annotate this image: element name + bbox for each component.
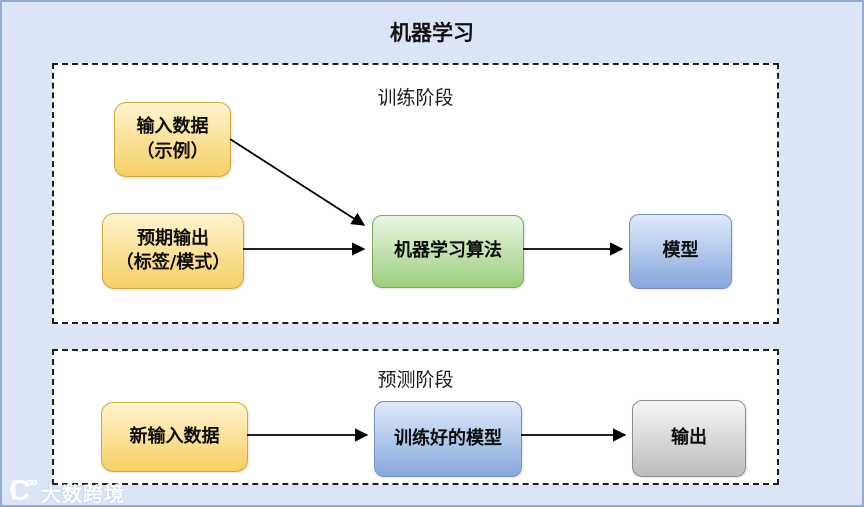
node-expected-output-line1: 预期输出 (136, 227, 209, 249)
watermark: 大数跨境 (7, 478, 125, 506)
node-input-data-line2: （示例） (136, 140, 209, 162)
prediction-phase-panel: 预测阶段 新输入数据 训练好的模型 输出 (52, 349, 779, 485)
dashu-logo-icon (7, 478, 38, 505)
node-new-input-data: 新输入数据 (101, 402, 248, 472)
node-input-data-line1: 输入数据 (136, 116, 209, 138)
node-input-data: 输入数据 （示例） (114, 102, 231, 177)
node-output: 输出 (632, 400, 746, 477)
node-model-label: 模型 (662, 240, 699, 262)
node-ml-algorithm-label: 机器学习算法 (394, 240, 502, 262)
node-new-input-data-label: 新输入数据 (129, 425, 220, 447)
node-expected-output-line2: （标签/模式） (115, 252, 231, 273)
node-expected-output: 预期输出 （标签/模式） (102, 213, 244, 289)
watermark-brand-text: 大数跨境 (41, 482, 125, 506)
prediction-phase-label: 预测阶段 (377, 369, 454, 391)
training-phase-panel: 训练阶段 输入数据 （示例） 预期输出 （标签/模式） 机器学习算法 模型 (52, 63, 779, 324)
node-trained-model: 训练好的模型 (374, 401, 522, 477)
training-phase-label: 训练阶段 (377, 87, 454, 109)
node-output-label: 输出 (671, 427, 707, 449)
node-model: 模型 (629, 214, 732, 289)
node-trained-model-label: 训练好的模型 (394, 427, 502, 449)
node-ml-algorithm: 机器学习算法 (372, 215, 524, 288)
diagram-title: 机器学习 (390, 21, 474, 45)
